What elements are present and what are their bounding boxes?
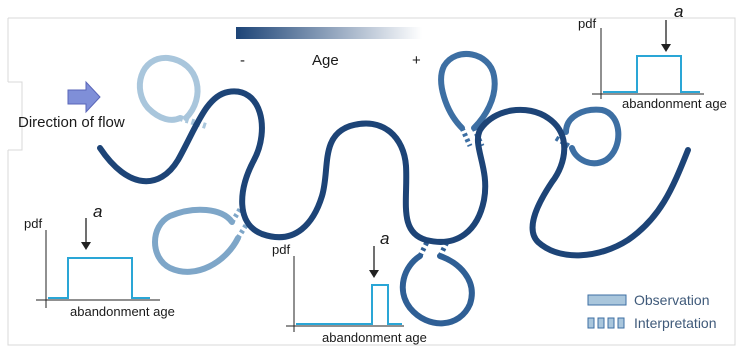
legend-interpretation-swatch [588,318,624,328]
inset-2-marker-label: a [93,202,102,222]
pdf-inset-top-right [592,20,704,99]
legend-observation-label: Observation [634,292,709,308]
inset-3-marker-arrowhead [369,270,379,278]
inset-2-marker-arrowhead [81,242,91,250]
pdf-inset-bottom [286,246,404,332]
oxbow-loop-2 [155,210,238,272]
inset-1-pdf-curve [603,56,700,92]
legend-interpretation-label: Interpretation [634,315,717,331]
inset-1-xlabel: abandonment age [622,96,727,111]
inset-2-xlabel: abandonment age [70,304,175,319]
oxbow-loop-3 [441,54,495,128]
legend-observation-swatch [588,295,626,305]
inset-3-ylabel: pdf [272,242,290,257]
age-minus-label: - [240,52,245,69]
oxbow-loop-4 [566,110,618,164]
inset-3-marker-label: a [380,229,389,249]
inset-3-xlabel: abandonment age [322,330,427,345]
inset-2-pdf-curve [48,258,150,298]
inset-1-ylabel: pdf [578,16,596,31]
age-gradient-bar [236,27,422,39]
age-label: Age [312,52,339,69]
inset-1-marker-arrowhead [661,44,671,52]
flow-direction-label: Direction of flow [18,114,125,131]
inset-2-ylabel: pdf [24,216,42,231]
age-plus-label: + [412,52,421,69]
oxbow-loop-1 [140,58,198,120]
inset-1-marker-label: a [674,2,683,22]
pdf-inset-left [36,218,160,308]
inset-3-pdf-curve [296,285,402,324]
oxbow-loop-5 [403,256,472,323]
flow-arrow-icon [68,82,100,112]
